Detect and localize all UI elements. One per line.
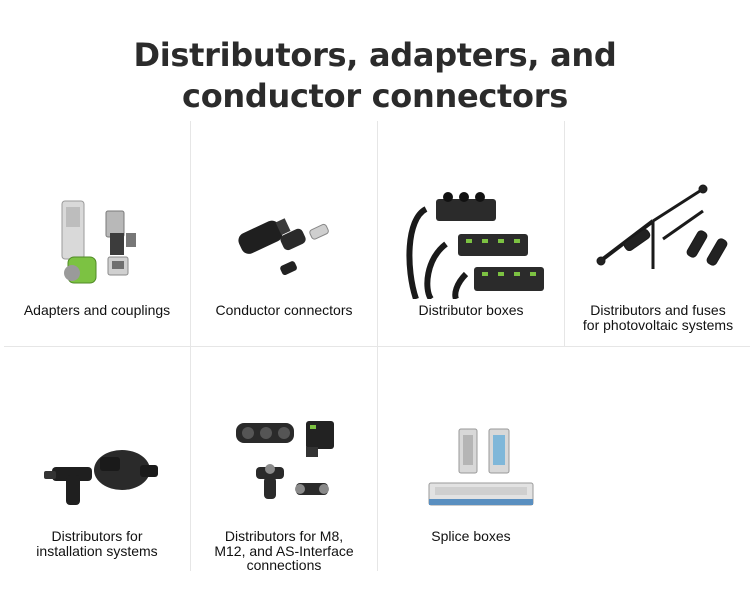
page-title: Distributors, adapters, and conductor co…: [0, 35, 750, 117]
category-tile-splice-boxes[interactable]: Splice boxes: [378, 347, 564, 571]
installation-distributor-icon: [44, 450, 158, 505]
splice-box-icon: [428, 428, 534, 506]
tile-label: Distributors and fuses for photovoltaic …: [582, 302, 734, 333]
category-tile-pv-distributors[interactable]: Distributors and fuses for photovoltaic …: [565, 121, 750, 345]
category-tile-m8-m12-distributors[interactable]: Distributors for M8, M12, and AS-Interfa…: [191, 347, 377, 573]
pv-distributors-image: [565, 149, 750, 299]
adapters-couplings-image: [4, 149, 190, 299]
m8-m12-distributors-image: [191, 375, 377, 525]
pv-distributor-icon: [596, 184, 728, 269]
page-title-line-2: conductor connectors: [182, 77, 568, 116]
category-tile-distributor-boxes[interactable]: Distributor boxes: [378, 121, 564, 345]
category-tile-installation-distributors[interactable]: Distributors for installation systems: [4, 347, 190, 571]
adapter-coupling-icon: [61, 200, 136, 284]
category-grid: Adapters and couplings: [4, 121, 750, 573]
conductor-connector-icon: [238, 218, 329, 276]
distributor-boxes-image: [378, 149, 564, 299]
conductor-connectors-image: [191, 149, 377, 299]
tile-label: Distributor boxes: [418, 302, 524, 318]
splice-boxes-image: [378, 375, 564, 525]
tile-label: Adapters and couplings: [23, 302, 171, 318]
tile-label: Conductor connectors: [215, 302, 353, 318]
grid-divider: [4, 346, 750, 347]
category-tile-conductor-connectors[interactable]: Conductor connectors: [191, 121, 377, 345]
m8-m12-distributor-icon: [236, 421, 334, 499]
tile-label: Distributors for M8, M12, and AS-Interfa…: [214, 528, 354, 573]
installation-distributors-image: [4, 375, 190, 525]
category-tile-adapters-and-couplings[interactable]: Adapters and couplings: [4, 121, 190, 345]
distributor-box-icon: [406, 192, 544, 299]
grid-divider: [564, 121, 565, 347]
tile-label: Splice boxes: [431, 528, 511, 544]
page-title-line-1: Distributors, adapters, and: [133, 36, 617, 75]
tile-label: Distributors for installation systems: [36, 528, 158, 559]
